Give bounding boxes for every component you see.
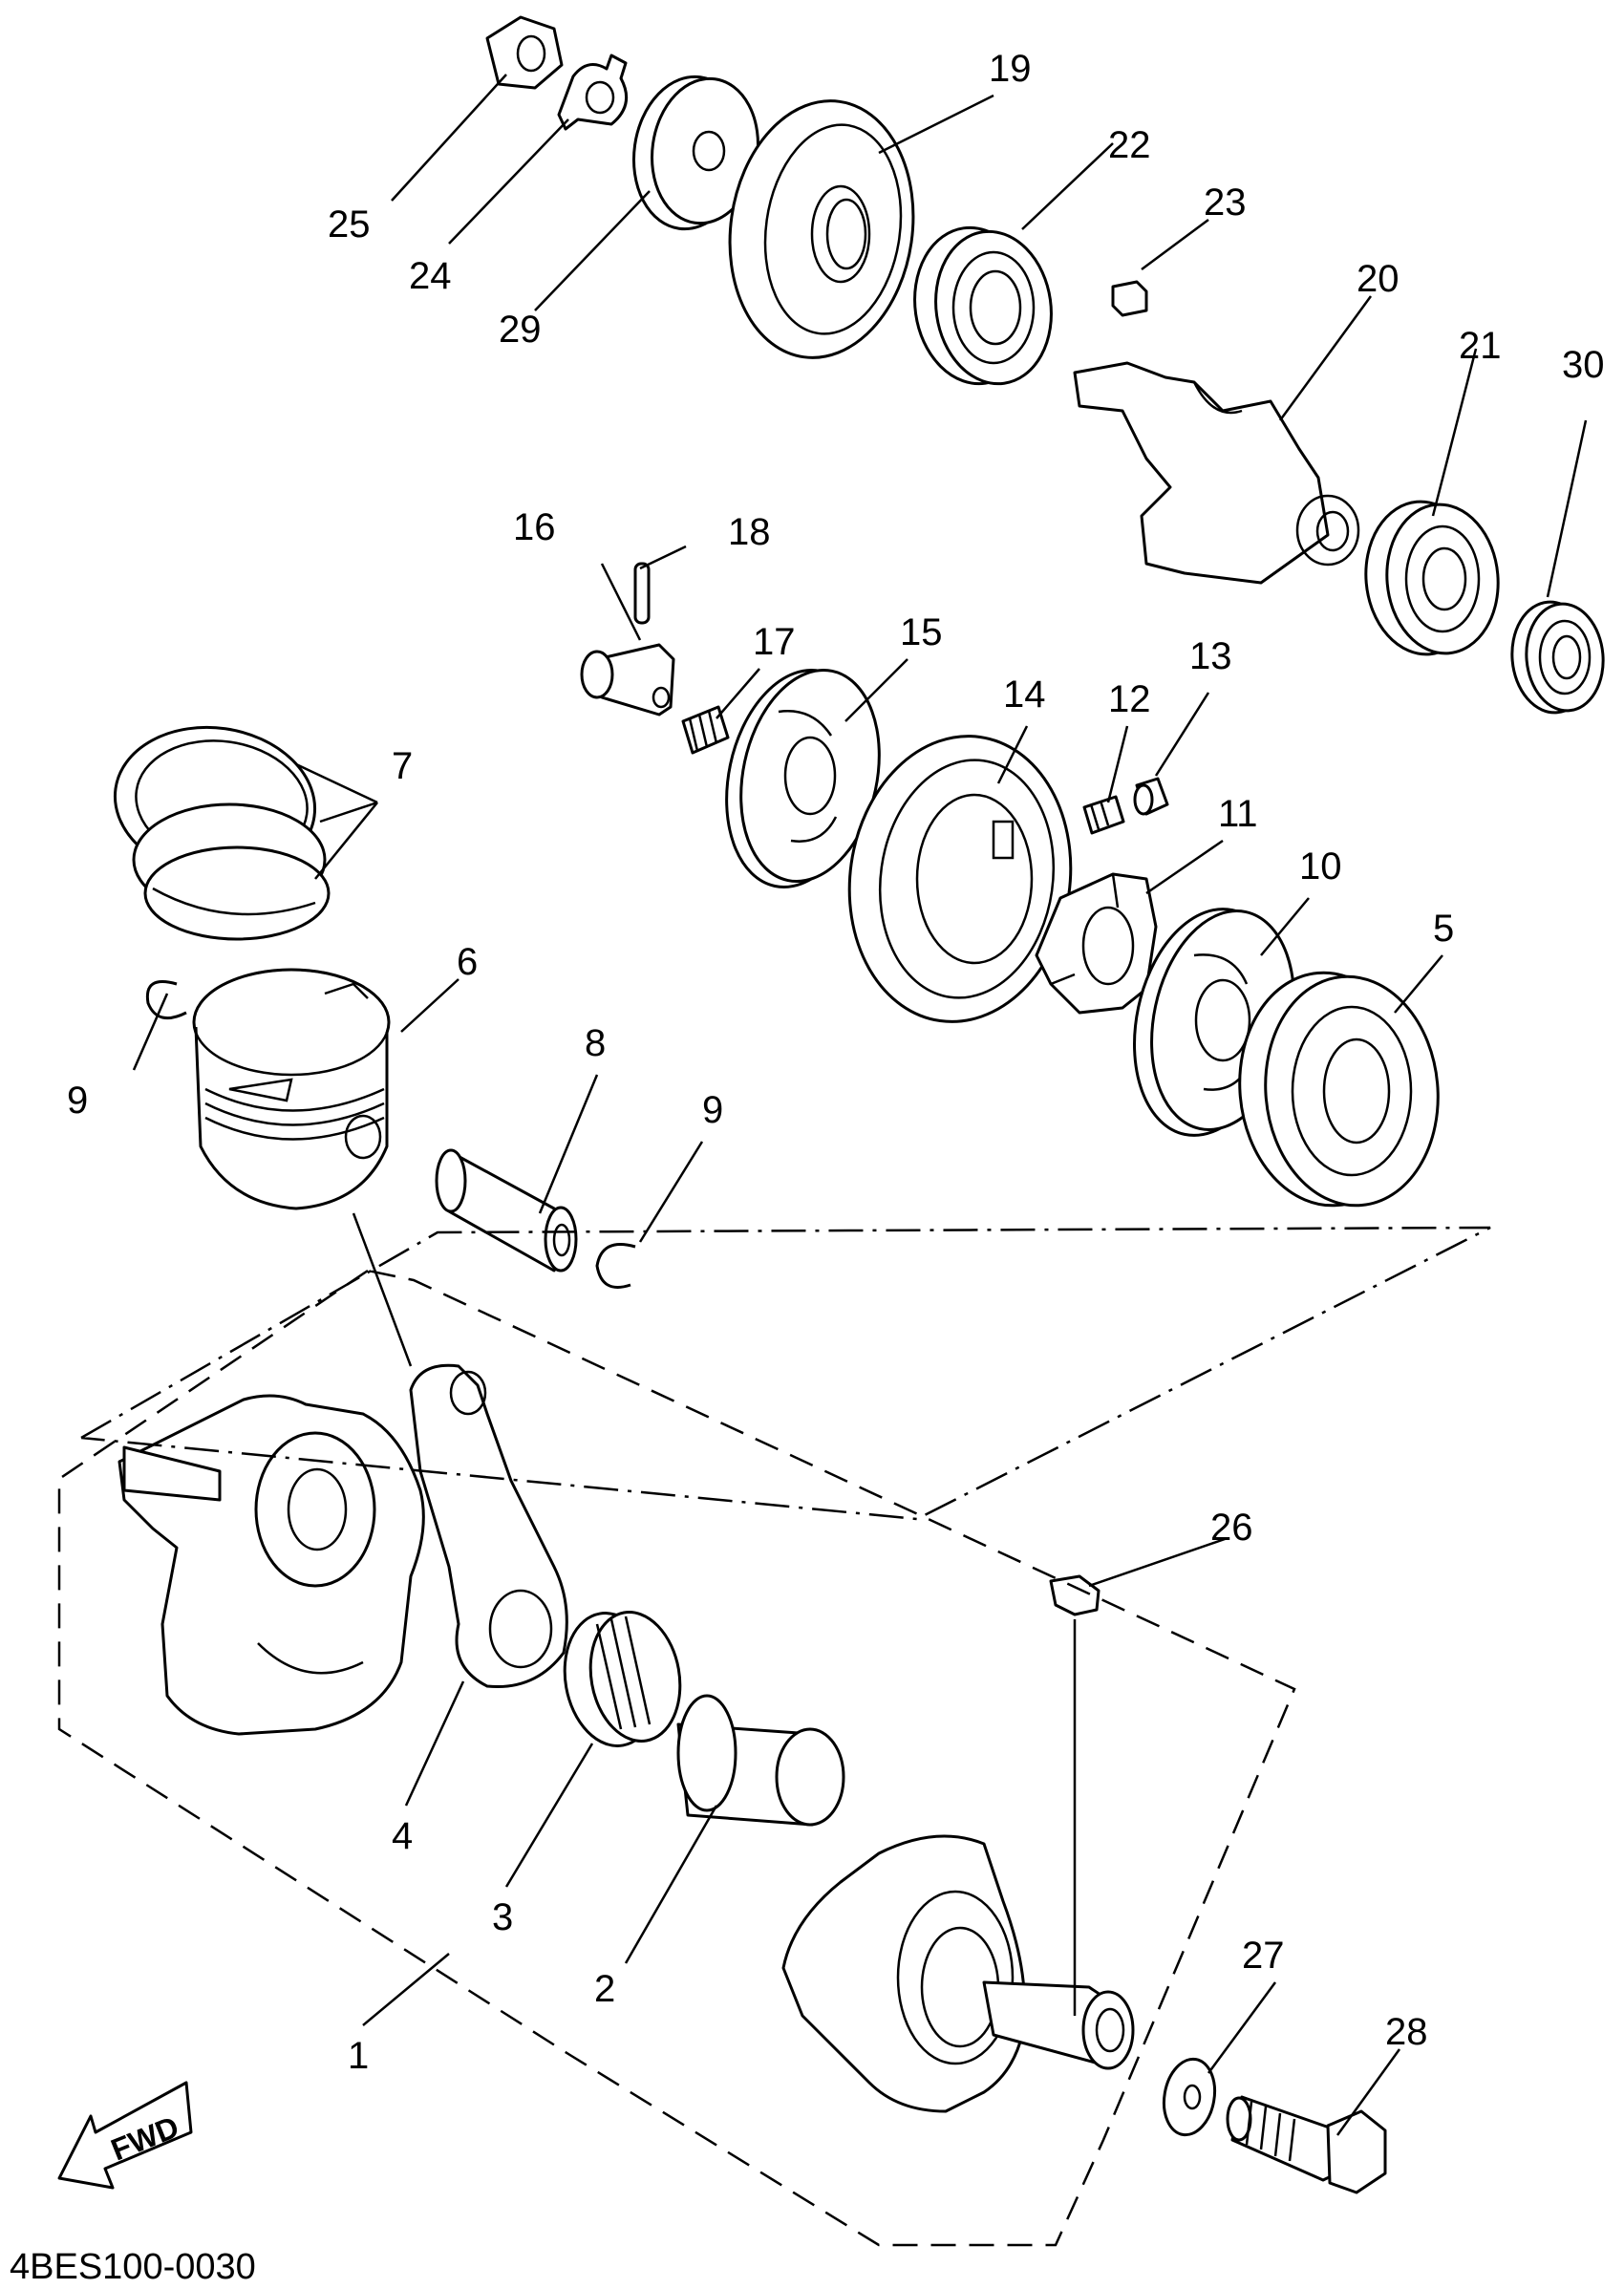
callout-5: 5 (1433, 908, 1454, 950)
part-27-washer (1162, 2057, 1217, 2137)
part-8-piston-pin (435, 1148, 578, 1273)
part-5-bearing (1238, 971, 1440, 1208)
callout-14: 14 (1003, 674, 1046, 716)
part-11-damper-holder (1035, 872, 1158, 1015)
callout-24: 24 (409, 255, 452, 297)
part-28-bolt (1226, 2095, 1387, 2194)
callouts: 25 24 29 19 22 23 20 21 30 16 18 17 15 1… (67, 48, 1605, 2077)
drawing-code: 4BES100-0030 (10, 2247, 256, 2287)
callout-21: 21 (1459, 325, 1502, 367)
part-24-lock-washer (557, 53, 629, 131)
callout-6: 6 (457, 941, 478, 983)
callout-29: 29 (499, 309, 542, 351)
callout-28: 28 (1385, 2011, 1428, 2053)
part-7-piston-ring-set (113, 725, 331, 941)
callout-4: 4 (392, 1815, 413, 1857)
callout-11: 11 (1218, 793, 1258, 835)
bearing-alignment-line (80, 1226, 1491, 1521)
leader-lines (132, 74, 1588, 2136)
fwd-arrow-icon: FWD (57, 2081, 193, 2190)
crankshaft-left-half (118, 1394, 425, 1736)
callout-23: 23 (1204, 182, 1247, 224)
part-22-bearing (913, 225, 1053, 386)
part-21-bearing (1364, 500, 1500, 656)
part-25-nut (485, 15, 564, 90)
part-20-balancer-shaft (1073, 361, 1360, 585)
part-9-clip-left (145, 980, 187, 1020)
part-19-balancer-driven-gear (728, 99, 915, 359)
callout-12: 12 (1108, 678, 1151, 720)
callout-30: 30 (1562, 344, 1605, 386)
callout-9-left: 9 (67, 1080, 88, 1122)
part-18-pin (633, 562, 651, 625)
part-30-bearing (1510, 600, 1605, 715)
crankshaft-assembly-outline (57, 1269, 1296, 2247)
callout-7: 7 (392, 745, 413, 787)
crankshaft-right-half (781, 1834, 1135, 2113)
part-15-plate (725, 668, 881, 888)
callout-8: 8 (585, 1022, 606, 1064)
callout-27: 27 (1242, 1935, 1285, 1977)
callout-25: 25 (328, 203, 371, 246)
callout-16: 16 (513, 506, 556, 548)
part-29-washer (631, 75, 759, 231)
callout-13: 13 (1189, 635, 1232, 677)
callout-22: 22 (1108, 124, 1151, 166)
callout-20: 20 (1357, 258, 1400, 300)
part-3-needle-bearing (563, 1611, 682, 1747)
callout-15: 15 (900, 611, 943, 653)
part-6-piston (192, 968, 391, 1210)
callout-3: 3 (492, 1896, 513, 1938)
callout-1: 1 (348, 2035, 369, 2077)
part-12-spring (1082, 795, 1125, 835)
part-4-connecting-rod (409, 1363, 568, 1689)
callout-9-right: 9 (702, 1089, 723, 1131)
callout-19: 19 (989, 48, 1032, 90)
part-23-key (1111, 280, 1148, 317)
callout-10: 10 (1299, 845, 1342, 888)
part-13-pin (1133, 777, 1169, 816)
part-2-crank-pin (676, 1694, 845, 1827)
callout-2: 2 (594, 1968, 615, 2010)
callout-17: 17 (753, 621, 796, 663)
callout-18: 18 (728, 511, 771, 553)
callout-26: 26 (1210, 1507, 1253, 1549)
part-9-clip-right (595, 1243, 636, 1289)
part-16-shaft-pin (580, 643, 675, 717)
part-26-key (1049, 1574, 1100, 1616)
